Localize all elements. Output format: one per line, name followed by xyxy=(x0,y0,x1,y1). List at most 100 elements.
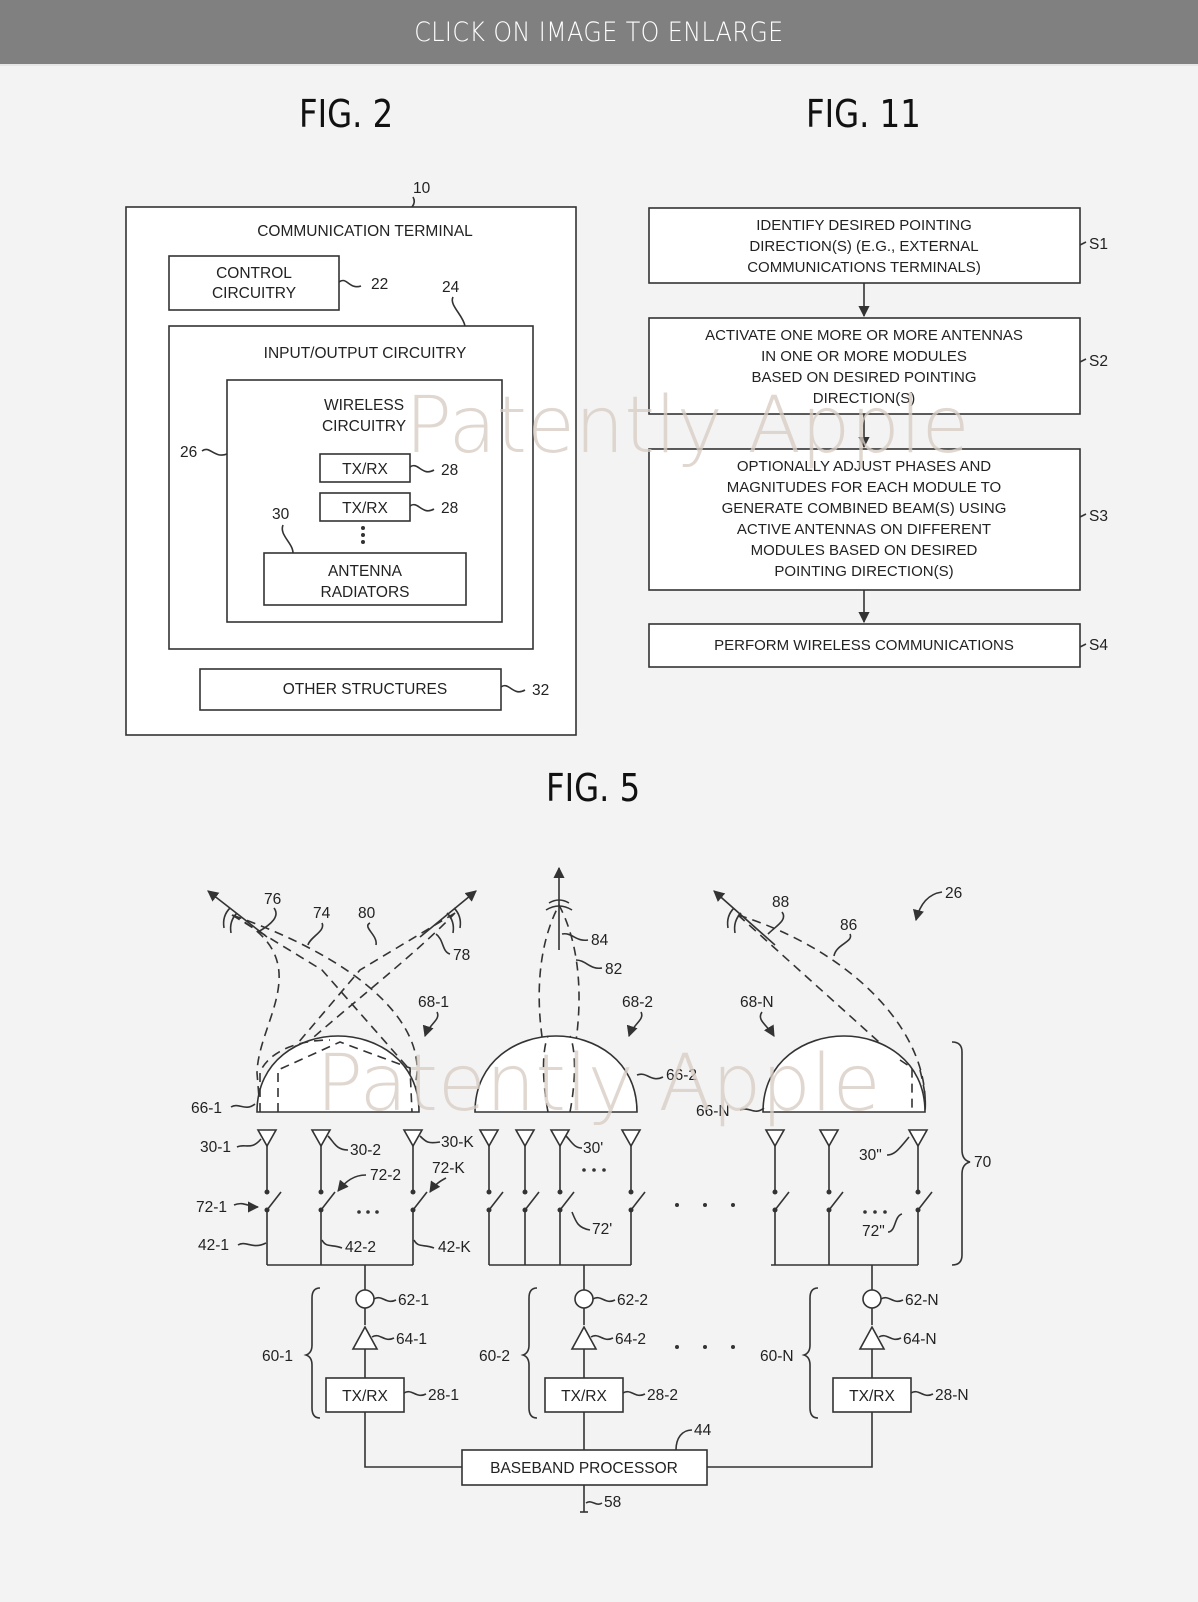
phase-shifter-ref: 62-N xyxy=(905,1292,939,1309)
amplifier-ref: 64-2 xyxy=(615,1331,646,1348)
control-label-1: CONTROL xyxy=(216,265,292,282)
ref-30: 30 xyxy=(272,506,290,523)
antenna-switch[interactable] xyxy=(630,1191,646,1211)
beam-arrow-88 xyxy=(713,890,776,946)
ref-26-fig5: 26 xyxy=(945,885,962,902)
wireless-label-1: WIRELESS xyxy=(324,397,404,414)
antenna-switch[interactable] xyxy=(828,1191,844,1211)
ref-78: 78 xyxy=(453,947,470,964)
phase-shifter xyxy=(862,1289,882,1309)
ref-82: 82 xyxy=(605,961,622,978)
phase-shifter-ref: 62-1 xyxy=(398,1292,429,1309)
ref-30-K: 30-K xyxy=(441,1134,474,1151)
s2-line: ACTIVATE ONE MORE OR MORE ANTENNAS xyxy=(705,327,1023,344)
antenna-switch-array xyxy=(256,1129,933,1265)
step-s3-box xyxy=(648,448,1081,591)
antenna-element xyxy=(478,1129,500,1148)
antenna-element xyxy=(764,1129,786,1148)
txrx-box-2 xyxy=(319,492,411,522)
fig11-title: FIG. 11 xyxy=(806,92,921,136)
step-s2-box xyxy=(648,317,1081,415)
ref-72-K: 72-K xyxy=(432,1160,465,1177)
ref-88: 88 xyxy=(772,894,789,911)
fig5-title: FIG. 5 xyxy=(546,766,641,810)
antenna-switch[interactable] xyxy=(266,1191,282,1211)
ref-70: 70 xyxy=(974,1154,992,1171)
ref-66-N: 66-N xyxy=(696,1103,730,1120)
s1-line: COMMUNICATIONS TERMINALS) xyxy=(747,259,981,276)
amplifier xyxy=(570,1325,598,1350)
lens-dome-66-1 xyxy=(256,1035,420,1113)
fig2-diagram: 10 COMMUNICATION TERMINAL CONTROL CIRCUI… xyxy=(125,180,577,736)
txrx-ref: 28-2 xyxy=(647,1387,678,1404)
lens-dome-66-2 xyxy=(474,1035,638,1113)
ref-80: 80 xyxy=(358,905,376,922)
txrx-label-1: TX/RX xyxy=(342,461,388,478)
s3-line: MAGNITUDES FOR EACH MODULE TO xyxy=(727,479,1001,496)
io-label: INPUT/OUTPUT CIRCUITRY xyxy=(264,345,467,362)
chain-ref: 60-2 xyxy=(479,1348,510,1365)
ref-72-2: 72-2 xyxy=(370,1167,401,1184)
s4-line: PERFORM WIRELESS COMMUNICATIONS xyxy=(714,637,1014,654)
step-s1-id: S1 xyxy=(1089,236,1108,253)
antenna-radiators-box xyxy=(263,552,467,606)
ref-44: 44 xyxy=(694,1422,712,1439)
ref-10: 10 xyxy=(413,180,431,197)
amplifier-ref: 64-N xyxy=(903,1331,937,1348)
terminal-label: COMMUNICATION TERMINAL xyxy=(257,223,473,240)
antenna-element xyxy=(514,1129,536,1148)
txrx-module-label: TX/RX xyxy=(561,1388,607,1405)
s1-line: DIRECTION(S) (E.G., EXTERNAL xyxy=(749,238,978,255)
txrx-module-box xyxy=(544,1377,624,1413)
banner-label: CLICK ON IMAGE TO ENLARGE xyxy=(414,16,784,48)
ref-30-prime: 30' xyxy=(583,1140,603,1157)
control-circuitry-box xyxy=(168,255,340,311)
ref-58: 58 xyxy=(604,1494,621,1511)
step-s4-id: S4 xyxy=(1089,637,1108,654)
ref-30-dblprime: 30" xyxy=(859,1147,882,1164)
txrx-module-label: TX/RX xyxy=(849,1388,895,1405)
txrx-label-2: TX/RX xyxy=(342,500,388,517)
control-label-2: CIRCUITRY xyxy=(212,285,296,302)
amplifier xyxy=(858,1325,886,1350)
ref-32: 32 xyxy=(532,682,549,699)
ref-26: 26 xyxy=(180,444,197,461)
antenna-element xyxy=(402,1129,424,1148)
antenna-switch[interactable] xyxy=(559,1191,575,1211)
phase-shifter xyxy=(574,1289,594,1309)
antenna-label-2: RADIATORS xyxy=(321,584,410,601)
beam-arrow-76 xyxy=(207,890,268,938)
chain-brace xyxy=(520,1287,538,1419)
ref-68-2: 68-2 xyxy=(622,994,653,1011)
antenna-switch[interactable] xyxy=(917,1191,933,1211)
ref-76: 76 xyxy=(264,891,281,908)
s3-line: MODULES BASED ON DESIRED xyxy=(751,542,978,559)
antenna-switch[interactable] xyxy=(774,1191,790,1211)
txrx-module-box xyxy=(832,1377,912,1413)
antenna-element xyxy=(620,1129,642,1148)
antenna-switch[interactable] xyxy=(488,1191,504,1211)
antenna-switch[interactable] xyxy=(320,1191,336,1211)
antenna-switch[interactable] xyxy=(412,1191,428,1211)
fig2-title: FIG. 2 xyxy=(299,92,394,136)
s1-line: IDENTIFY DESIRED POINTING xyxy=(756,217,972,234)
ref-42-1: 42-1 xyxy=(198,1237,229,1254)
rf-chains: TX/RX62-164-128-160-1TX/RX62-264-228-260… xyxy=(262,1265,969,1419)
enlarge-image-banner[interactable]: CLICK ON IMAGE TO ENLARGE xyxy=(0,0,1198,66)
txrx-ref: 28-1 xyxy=(428,1387,459,1404)
s3-line: OPTIONALLY ADJUST PHASES AND xyxy=(737,458,991,475)
antenna-element xyxy=(310,1129,332,1148)
antenna-switch[interactable] xyxy=(524,1191,540,1211)
ref-86: 86 xyxy=(840,917,857,934)
ref-84: 84 xyxy=(591,932,609,949)
ref-28-a: 28 xyxy=(441,462,458,479)
step-s3-id: S3 xyxy=(1089,508,1108,525)
amplifier xyxy=(351,1325,379,1350)
baseband-processor-box xyxy=(461,1449,708,1486)
txrx-module-label: TX/RX xyxy=(342,1388,388,1405)
s3-line: POINTING DIRECTION(S) xyxy=(774,563,953,580)
ref-28-b: 28 xyxy=(441,500,458,517)
s3-line: GENERATE COMBINED BEAM(S) USING xyxy=(722,500,1007,517)
phase-shifter-ref: 62-2 xyxy=(617,1292,648,1309)
